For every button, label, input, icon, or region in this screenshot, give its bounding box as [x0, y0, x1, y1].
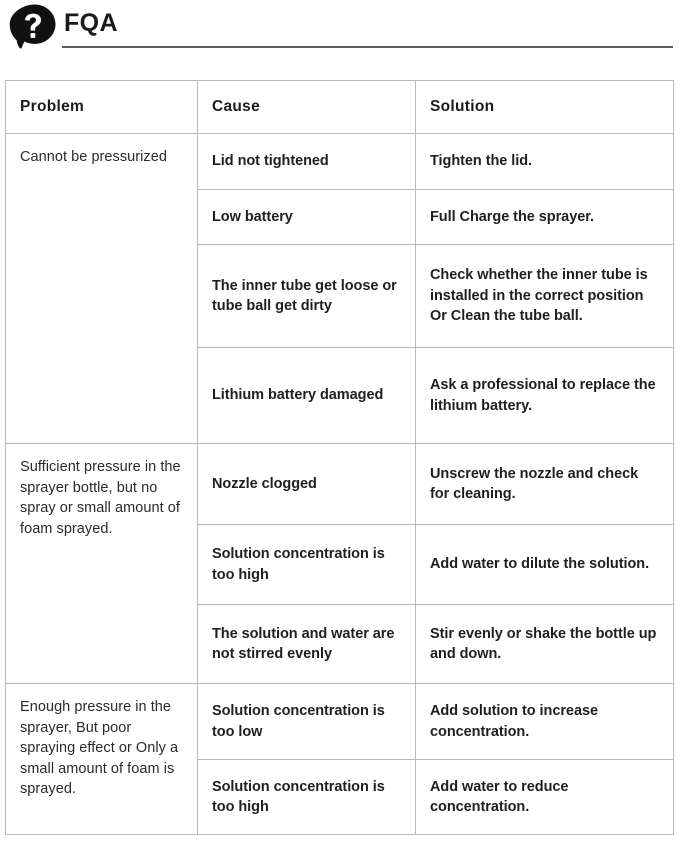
cause-cell: Lid not tightened	[197, 133, 416, 190]
table-row: Low battery Full Charge the sprayer.	[6, 189, 674, 245]
header-divider	[62, 46, 673, 48]
problem-cell: Cannot be pressurized	[5, 133, 198, 444]
cause-cell: The inner tube get loose or tube ball ge…	[197, 244, 416, 348]
solution-cell: Add water to reduce concentration.	[415, 759, 674, 835]
solution-cell: Unscrew the nozzle and check for cleanin…	[415, 443, 674, 525]
table-row: Solution concentration is too high Add w…	[6, 524, 674, 605]
cause-cell: Lithium battery damaged	[197, 347, 416, 444]
solution-cell: Add water to dilute the solution.	[415, 524, 674, 605]
solution-cell: Stir evenly or shake the bottle up and d…	[415, 604, 674, 684]
table-body: Cannot be pressurized Lid not tightened …	[5, 133, 674, 835]
solution-cell: Check whether the inner tube is installe…	[415, 244, 674, 348]
table-header: Problem Cause Solution	[5, 80, 674, 134]
solution-cell: Ask a professional to replace the lithiu…	[415, 347, 674, 444]
faq-table: Problem Cause Solution Cannot be pressur…	[5, 80, 674, 835]
table-row: Enough pressure in the sprayer, But poor…	[5, 683, 674, 835]
cause-cell: Nozzle clogged	[197, 443, 416, 525]
solution-cell: Tighten the lid.	[415, 133, 674, 190]
question-speech-bubble-icon	[8, 3, 60, 53]
table-row: Sufficient pressure in the sprayer bottl…	[5, 443, 674, 684]
page-header: FQA	[0, 0, 679, 62]
cause-cell: Solution concentration is too high	[197, 524, 416, 605]
solution-cell: Full Charge the sprayer.	[415, 189, 674, 245]
table-row: Solution concentration is too high Add w…	[6, 759, 674, 835]
cause-cell: Solution concentration is too low	[197, 683, 416, 760]
column-header-problem: Problem	[5, 80, 198, 134]
table-row: The solution and water are not stirred e…	[6, 604, 674, 684]
column-header-cause: Cause	[197, 80, 416, 134]
cause-cell: Solution concentration is too high	[197, 759, 416, 835]
problem-cell: Enough pressure in the sprayer, But poor…	[5, 683, 198, 835]
table-header-row: Problem Cause Solution	[5, 80, 674, 134]
table-row: The inner tube get loose or tube ball ge…	[6, 244, 674, 348]
page-title: FQA	[64, 9, 118, 37]
table-row: Lithium battery damaged Ask a profession…	[6, 347, 674, 444]
problem-cell: Sufficient pressure in the sprayer bottl…	[5, 443, 198, 684]
table-row: Cannot be pressurized Lid not tightened …	[5, 133, 674, 444]
solution-cell: Add solution to increase concentration.	[415, 683, 674, 760]
cause-cell: Low battery	[197, 189, 416, 245]
column-header-solution: Solution	[415, 80, 674, 134]
cause-cell: The solution and water are not stirred e…	[197, 604, 416, 684]
